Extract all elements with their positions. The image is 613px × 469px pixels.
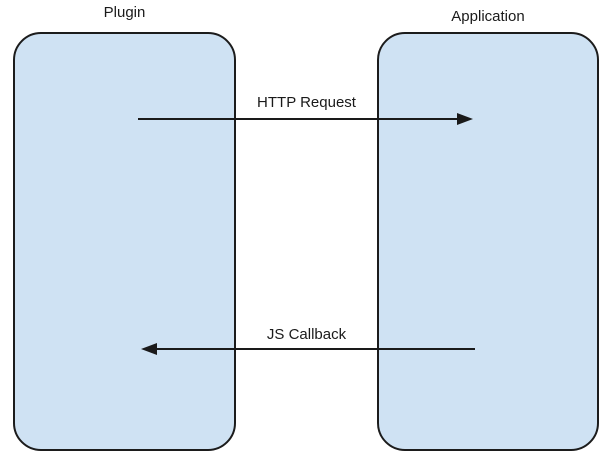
http-request-arrow-label: HTTP Request (257, 94, 356, 111)
application-node-title: Application (451, 8, 525, 25)
plugin-node (13, 32, 236, 451)
plugin-node-title: Plugin (103, 4, 146, 21)
js-callback-arrow-label: JS Callback (266, 326, 347, 343)
application-node (377, 32, 599, 451)
